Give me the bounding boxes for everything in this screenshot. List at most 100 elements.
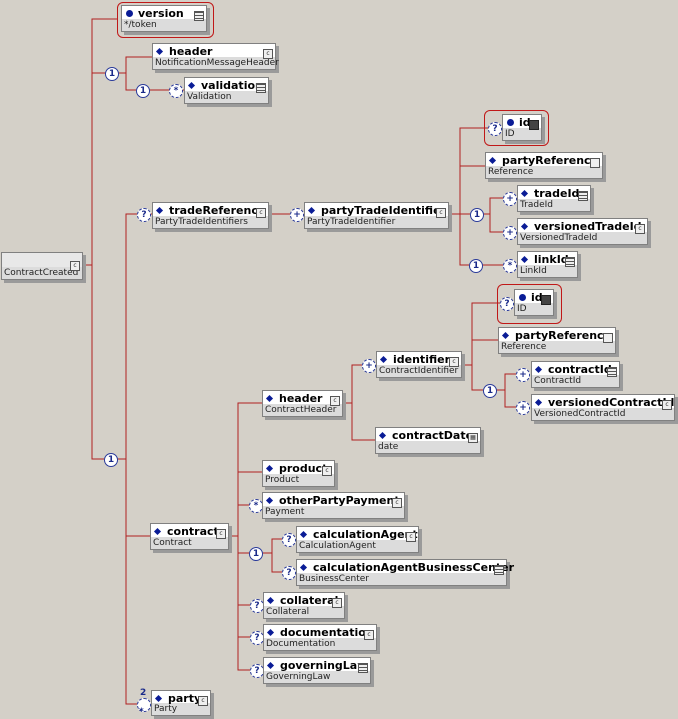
simple-type-icon bbox=[565, 257, 575, 267]
node-name: versionedContractId bbox=[548, 396, 675, 409]
element-icon bbox=[265, 464, 274, 473]
node-type: Contract bbox=[153, 538, 192, 548]
node-partyReference[interactable]: partyReference Reference bbox=[498, 327, 619, 357]
optional-compositor[interactable]: ? bbox=[282, 533, 296, 547]
node-name: otherPartyPayment bbox=[279, 494, 400, 507]
node-type: Collateral bbox=[266, 607, 310, 617]
node-name: contractId bbox=[548, 363, 612, 376]
node-name: id bbox=[519, 116, 531, 129]
optional-ring bbox=[484, 110, 549, 146]
node-linkId[interactable]: linkId LinkId bbox=[517, 251, 581, 281]
sequence-compositor[interactable]: 1 bbox=[104, 453, 118, 467]
node-header[interactable]: header ContractHeader c bbox=[262, 390, 346, 420]
element-icon bbox=[520, 222, 529, 231]
node-type: PartyTradeIdentifiers bbox=[155, 217, 248, 227]
zero-or-more-compositor[interactable]: * bbox=[169, 84, 183, 98]
sequence-compositor[interactable]: 1 bbox=[105, 67, 119, 81]
optional-compositor[interactable]: ? bbox=[282, 566, 296, 580]
node-contract[interactable]: contract Contract c bbox=[150, 523, 232, 553]
node-name: header bbox=[279, 392, 323, 405]
one-or-more-compositor[interactable]: + bbox=[516, 368, 530, 382]
node-header[interactable]: header NotificationMessageHeader c bbox=[152, 43, 279, 73]
node-name: partyReference bbox=[502, 154, 599, 167]
node-tradeReference[interactable]: tradeReference PartyTradeIdentifiers c bbox=[152, 202, 272, 232]
node-product[interactable]: product Product c bbox=[262, 460, 338, 490]
node-contractDate[interactable]: contractDate date ▦ bbox=[375, 427, 484, 457]
node-partyReference[interactable]: partyReference Reference bbox=[485, 152, 606, 182]
content-icon: c bbox=[263, 49, 273, 59]
node-name: partyTradeIdentifier bbox=[321, 204, 446, 217]
one-or-more-compositor[interactable]: + bbox=[503, 192, 517, 206]
node-contractId[interactable]: contractId ContractId bbox=[531, 361, 623, 391]
simple-type-icon bbox=[494, 565, 504, 575]
node-type: */token bbox=[124, 20, 157, 30]
node-id[interactable]: id ID bbox=[514, 289, 557, 319]
node-name: header bbox=[169, 45, 213, 58]
optional-compositor[interactable]: ? bbox=[137, 208, 151, 222]
node-versionedTradeId[interactable]: versionedTradeId VersionedTradeId c bbox=[517, 218, 651, 248]
node-tradeId[interactable]: tradeId TradeId bbox=[517, 185, 594, 215]
node-validation[interactable]: validation Validation bbox=[184, 77, 272, 107]
node-id[interactable]: id ID bbox=[502, 114, 545, 144]
content-icon: c bbox=[449, 357, 459, 367]
one-or-more-compositor[interactable]: + bbox=[290, 208, 304, 222]
node-governingLaw[interactable]: governingLaw GoverningLaw bbox=[263, 657, 374, 687]
node-calculationAgent[interactable]: calculationAgent CalculationAgent c bbox=[296, 526, 422, 556]
optional-compositor[interactable]: ? bbox=[250, 664, 264, 678]
node-type: ContractIdentifier bbox=[379, 366, 459, 376]
zero-or-more-compositor[interactable]: * bbox=[503, 259, 517, 273]
one-or-more-compositor[interactable]: + bbox=[362, 359, 376, 373]
node-collateral[interactable]: collateral Collateral c bbox=[263, 592, 348, 622]
node-documentation[interactable]: documentation Documentation c bbox=[263, 624, 380, 654]
optional-compositor[interactable]: ? bbox=[488, 122, 502, 136]
simple-type-icon bbox=[541, 295, 551, 305]
node-type: NotificationMessageHeader bbox=[155, 58, 279, 68]
node-name: product bbox=[279, 462, 328, 475]
node-type: Party bbox=[154, 704, 178, 714]
content-icon: c bbox=[216, 529, 226, 539]
sequence-compositor[interactable]: 1 bbox=[470, 208, 484, 222]
node-version[interactable]: version */token bbox=[121, 5, 210, 35]
node-type: LinkId bbox=[520, 266, 547, 276]
simple-type-icon bbox=[607, 367, 617, 377]
sequence-compositor[interactable]: 1 bbox=[136, 84, 150, 98]
root-node[interactable]: ContractCreated c bbox=[1, 252, 86, 283]
optional-ring bbox=[117, 2, 214, 38]
node-calculationAgentBusinessCenter[interactable]: calculationAgentBusinessCenter BusinessC… bbox=[296, 559, 514, 589]
node-otherPartyPayment[interactable]: otherPartyPayment Payment c bbox=[262, 492, 408, 522]
optional-ring bbox=[497, 284, 562, 324]
attribute-icon bbox=[507, 119, 514, 126]
node-party[interactable]: party Party c bbox=[151, 690, 214, 719]
sequence-compositor[interactable]: 1 bbox=[483, 384, 497, 398]
node-type: ID bbox=[505, 129, 515, 139]
element-icon bbox=[155, 47, 164, 56]
sequence-compositor[interactable]: 1 bbox=[249, 547, 263, 561]
repeat-compositor[interactable] bbox=[137, 698, 151, 712]
one-or-more-compositor[interactable]: + bbox=[516, 401, 530, 415]
element-icon bbox=[534, 398, 543, 407]
node-type: Validation bbox=[187, 92, 232, 102]
node-name: tradeId bbox=[534, 187, 580, 200]
element-icon bbox=[265, 394, 274, 403]
element-icon bbox=[307, 206, 316, 215]
optional-compositor[interactable]: ? bbox=[500, 297, 514, 311]
content-icon: c bbox=[406, 532, 416, 542]
node-identifier[interactable]: identifier ContractIdentifier c bbox=[376, 351, 465, 381]
party-max-occurs: * bbox=[139, 707, 144, 717]
node-name: version bbox=[138, 7, 184, 20]
node-type: Payment bbox=[265, 507, 305, 517]
optional-compositor[interactable]: ? bbox=[250, 631, 264, 645]
element-icon bbox=[501, 331, 510, 340]
simple-type-icon bbox=[194, 11, 204, 21]
element-icon bbox=[153, 527, 162, 536]
element-icon bbox=[488, 156, 497, 165]
node-type: ContractHeader bbox=[265, 405, 337, 415]
sequence-compositor[interactable]: 1 bbox=[469, 259, 483, 273]
content-icon: c bbox=[392, 498, 402, 508]
node-versionedContractId[interactable]: versionedContractId VersionedContractId … bbox=[531, 394, 678, 424]
optional-compositor[interactable]: ? bbox=[250, 599, 264, 613]
node-type: Product bbox=[265, 475, 300, 485]
node-partyTradeIdentifier[interactable]: partyTradeIdentifier PartyTradeIdentifie… bbox=[304, 202, 452, 232]
zero-or-more-compositor[interactable]: * bbox=[249, 499, 263, 513]
one-or-more-compositor[interactable]: + bbox=[503, 226, 517, 240]
